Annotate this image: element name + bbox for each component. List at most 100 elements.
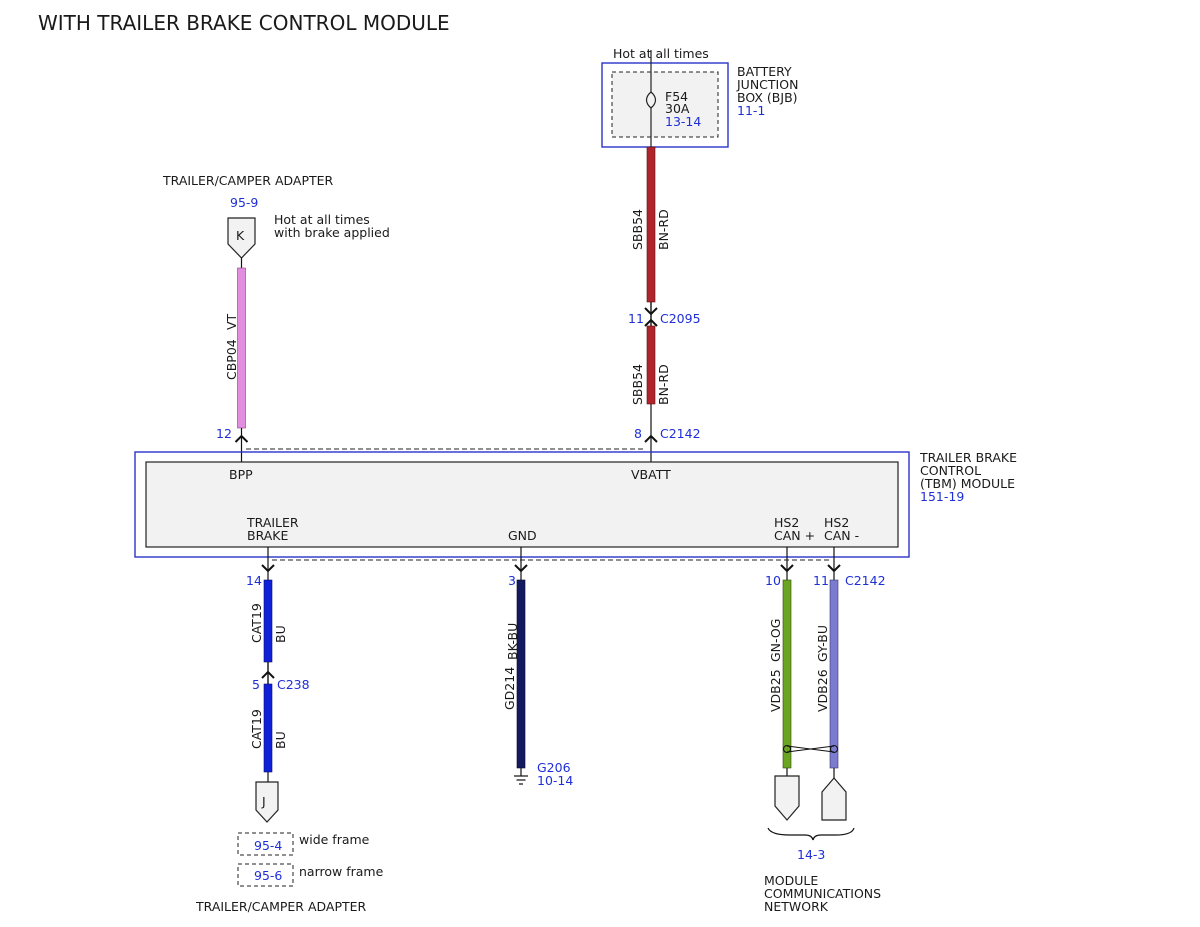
bjb-hot-label: Hot at all times — [613, 46, 709, 61]
connector-k-pin: K — [236, 228, 245, 243]
trailer-adapter-top-note-line2: with brake applied — [274, 225, 390, 240]
c238-name: C238 — [277, 677, 310, 692]
ground-name: G206 — [537, 760, 571, 775]
c2142-trailer-brake-arrow — [261, 564, 275, 573]
tbm-pin-can-plus-line2: CAN + — [774, 528, 815, 543]
wire-vdb25-circuit: VDB25 — [768, 669, 783, 712]
c2095-pin: 11 — [628, 311, 644, 326]
tbm-pin-can-minus-line2: CAN - — [824, 528, 859, 543]
c2142-gnd-pin: 3 — [508, 573, 516, 588]
wire-vdb26 — [829, 579, 839, 769]
wire-sbb54-upper-color: BN-RD — [656, 209, 671, 250]
connector-k-shape — [227, 217, 256, 259]
c238-pin: 5 — [252, 677, 260, 692]
network-name-line3: NETWORK — [764, 899, 829, 914]
tbm-pin-vbatt: VBATT — [631, 467, 671, 482]
wire-cat19-lower — [263, 683, 273, 773]
wire-vdb26-circuit: VDB26 — [815, 669, 830, 712]
wire-vdb26-color: GY-BU — [815, 625, 830, 662]
c2142-can-minus-pin: 11 — [813, 573, 829, 588]
c2142-can-plus-arrow — [780, 564, 794, 573]
twist-end-left — [783, 745, 791, 753]
trailer-adapter-top-note-line1: Hot at all times — [274, 212, 370, 227]
ground-g206: G206 10-14 — [514, 760, 573, 788]
c2142-vbatt-pin: 8 — [634, 426, 642, 441]
wire-vdb25 — [782, 579, 792, 769]
c2142-can-plus-pin: 10 — [765, 573, 781, 588]
twist-end-right — [830, 745, 838, 753]
trailer-adapter-top-name: TRAILER/CAMPER ADAPTER — [162, 173, 334, 188]
wire-sbb54-upper-circuit: SBB54 — [630, 209, 645, 250]
connector-c2142-bottom: 14 3 10 11 C2142 — [246, 547, 886, 588]
wire-sbb54-lower-circuit: SBB54 — [630, 364, 645, 405]
fuse-name: F54 — [665, 89, 688, 104]
connector-c2142-top: 12 8 C2142 — [216, 426, 701, 462]
wide-frame-label: wide frame — [299, 832, 370, 847]
c2142-bottom-name: C2142 — [845, 573, 886, 588]
wire-cat19-lower-circuit: CAT19 — [249, 709, 264, 749]
ground-ref: 10-14 — [537, 773, 573, 788]
c2142-can-minus-arrow — [827, 564, 841, 573]
c2142-top-name: C2142 — [660, 426, 701, 441]
trailer-adapter-bottom-name: TRAILER/CAMPER ADAPTER — [195, 899, 367, 914]
tbm-pin-gnd: GND — [508, 528, 537, 543]
tbm-name-line2: CONTROL — [920, 463, 981, 478]
tbm-name-line1: TRAILER BRAKE — [919, 450, 1017, 465]
wire-gd214-circuit: GD214 — [502, 667, 517, 710]
wire-cat19-upper — [263, 579, 273, 663]
network-brace — [767, 827, 855, 841]
bjb-name-line2: JUNCTION — [736, 77, 798, 92]
tbm-outline — [134, 451, 910, 558]
tbm-module: BPP VBATT TRAILER BRAKE GND HS2 CAN + HS… — [134, 450, 1017, 558]
narrow-frame-box — [237, 863, 294, 887]
c2095-name: C2095 — [660, 311, 701, 326]
tbm-pin-can-minus-line1: HS2 — [824, 515, 849, 530]
bjb-inner-box — [611, 71, 719, 138]
narrow-frame-label: narrow frame — [299, 864, 384, 879]
c2142-trailer-brake-pin: 14 — [246, 573, 262, 588]
wide-frame-ref: 95-4 — [254, 838, 282, 853]
bjb-outline — [601, 62, 729, 148]
wire-cat19-lower-color: BU — [273, 731, 288, 749]
wire-gd214-color: BK-BU — [505, 623, 520, 660]
wire-gd214 — [516, 579, 526, 769]
bjb-ref: 11-1 — [737, 103, 765, 118]
fuse-rating: 30A — [665, 101, 690, 116]
battery-junction-box: Hot at all times F54 30A 13-14 BATTERY J… — [601, 46, 798, 148]
c238-arrow — [261, 670, 275, 679]
network-connector-out-shape — [774, 775, 800, 821]
module-communications-network: 14-3 MODULE COMMUNICATIONS NETWORK — [764, 847, 881, 914]
fuse-ref: 13-14 — [665, 114, 701, 129]
wire-vdb25-color: GN-OG — [768, 619, 783, 662]
wire-cbp04-color: VT — [224, 313, 239, 330]
wire-sbb54-lower — [646, 325, 656, 405]
network-ref: 14-3 — [797, 847, 825, 862]
network-name-line1: MODULE — [764, 873, 818, 888]
c2095-arrow-up — [644, 318, 658, 327]
tbm-name-line3: (TBM) MODULE — [920, 476, 1015, 491]
trailer-adapter-bottom: J 95-4 wide frame 95-6 narrow frame TRAI… — [195, 781, 384, 914]
wire-sbb54-upper — [646, 146, 656, 303]
bjb-name-line1: BATTERY — [737, 64, 792, 79]
tbm-inner-box — [145, 461, 899, 548]
tbm-pin-bpp: BPP — [229, 467, 253, 482]
connector-c2095: 11 C2095 — [628, 302, 701, 327]
network-name-line2: COMMUNICATIONS — [764, 886, 881, 901]
tbm-pin-trailer-brake-line1: TRAILER — [246, 515, 299, 530]
trailer-adapter-top-ref: 95-9 — [230, 195, 258, 210]
connector-j-shape — [255, 781, 279, 823]
twisted-pair-icon — [783, 745, 838, 753]
page-title: WITH TRAILER BRAKE CONTROL MODULE — [38, 11, 450, 35]
connector-j-pin: J — [261, 794, 266, 809]
wide-frame-box — [237, 832, 294, 856]
c2142-gnd-arrow — [514, 564, 528, 573]
wire-cat19-upper-color: BU — [273, 625, 288, 643]
wire-cbp04-circuit: CBP04 — [224, 339, 239, 380]
wire-sbb54-lower-color: BN-RD — [656, 364, 671, 405]
twist-line-b — [786, 745, 835, 753]
tbm-pin-trailer-brake-line2: BRAKE — [247, 528, 289, 543]
tbm-pin-can-plus-line1: HS2 — [774, 515, 799, 530]
narrow-frame-ref: 95-6 — [254, 868, 282, 883]
bjb-name-line3: BOX (BJB) — [737, 90, 798, 105]
